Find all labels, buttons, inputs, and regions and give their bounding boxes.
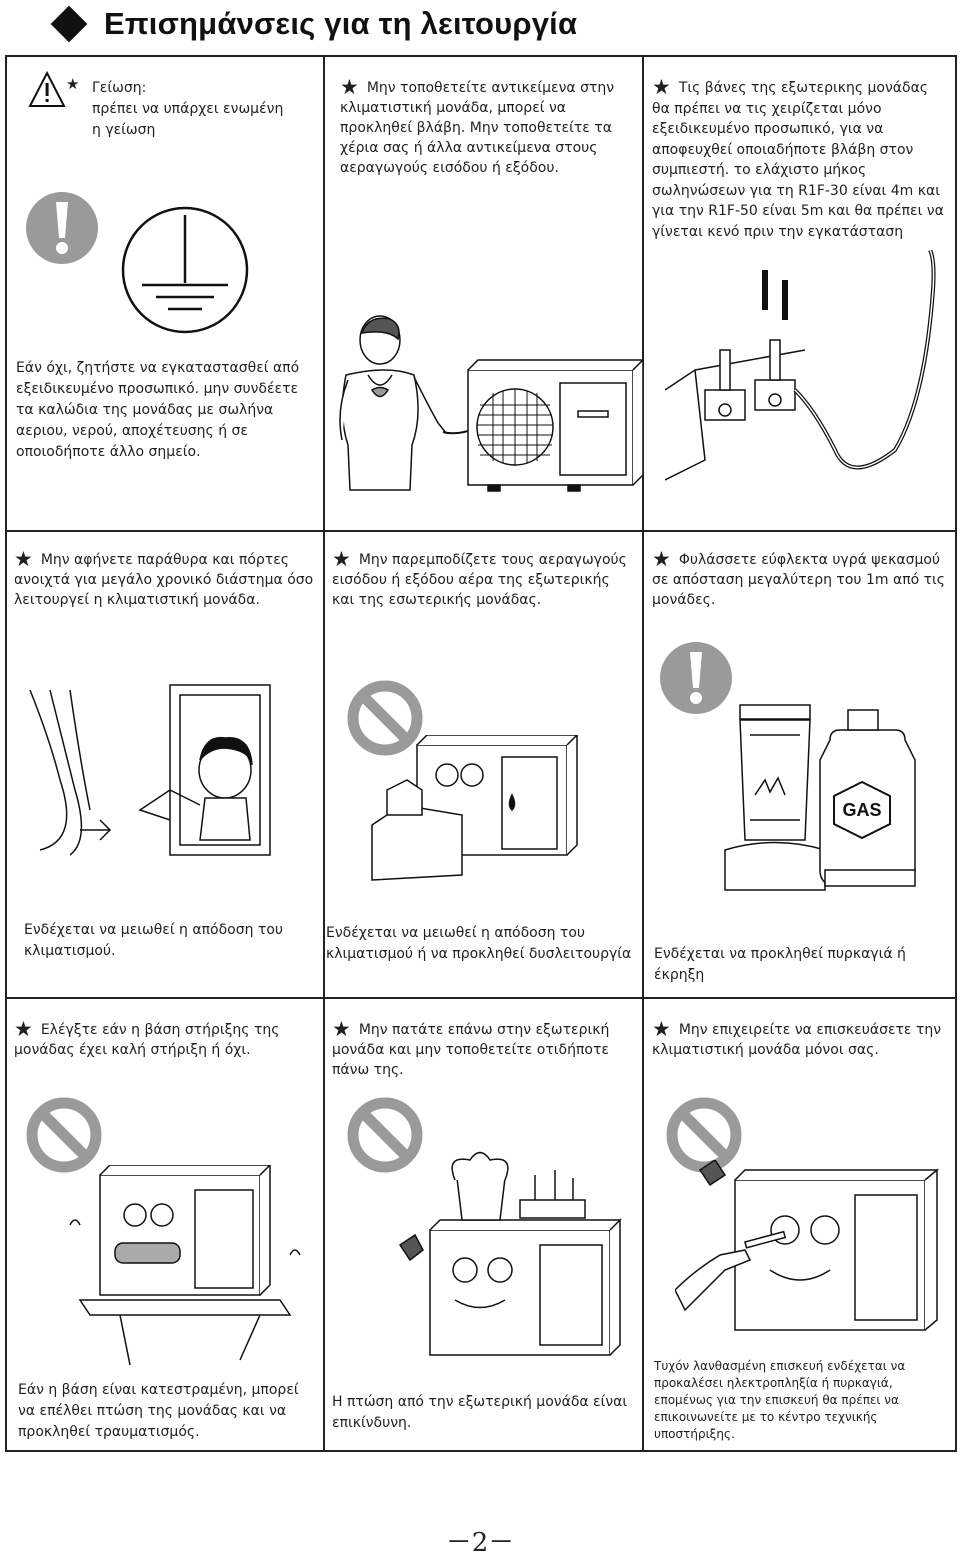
windows-caption: Ενδέχεται να μειωθεί η απόδοση του κλιμα… — [24, 922, 284, 959]
grid-frame — [5, 55, 957, 1452]
col-divider-r1 — [323, 55, 325, 530]
col-divider-r2b — [642, 530, 644, 997]
col-divider-r2 — [323, 530, 325, 997]
star-icon: ★ — [340, 75, 359, 99]
page-header: Επισημάνσεις για τη λειτουργία — [50, 4, 578, 44]
repair-caption: Τυχόν λανθασμένη επισκευή ενδέχεται να π… — [654, 1359, 906, 1441]
windows-warning: ★Μην αφήνετε παράθυρα και πόρτες ανοιχτά… — [14, 547, 314, 610]
gas-label: GAS — [842, 800, 881, 820]
star-icon: ★ — [332, 1017, 351, 1041]
repair-text: Μην επιχειρείτε να επισκευάσετε την κλιμ… — [652, 1022, 942, 1058]
flammables-text: Φυλάσσετε εύφλεκτα υγρά ψεκασμού σε απόσ… — [652, 552, 946, 608]
page-title: Επισημάνσεις για τη λειτουργία — [104, 6, 578, 41]
stepping-warning: ★Μην πατάτε επάνω στην εξωτερική μονάδα … — [332, 1017, 632, 1080]
col-divider-r3b — [642, 997, 644, 1452]
blocked-unit-illustration — [371, 735, 579, 881]
star-icon: ★ — [652, 75, 671, 99]
exclamation-circle-icon — [26, 192, 98, 264]
diamond-bullet-icon — [50, 5, 88, 43]
objects-text: Μην τοποθετείτε αντικείμενα στην κλιματι… — [340, 80, 615, 176]
warning-triangle-icon — [28, 70, 66, 107]
repair-warning: ★Μην επιχειρείτε να επισκευάσετε την κλι… — [652, 1017, 952, 1060]
unit-on-broken-base-illustration — [69, 1165, 301, 1366]
windows-text: Μην αφήνετε παράθυρα και πόρτες ανοιχτά … — [14, 552, 314, 608]
exclamation-circle-icon — [660, 642, 732, 714]
star-icon: ★ — [652, 547, 671, 571]
heater-gas-cylinder-illustration: GAS — [724, 704, 916, 891]
flammables-warning: ★Φυλάσσετε εύφλεκτα υγρά ψεκασμού σε από… — [652, 547, 952, 610]
row-divider-1 — [5, 530, 957, 532]
airflow-warning: ★Μην παρεμποδίζετε τους αεραγωγούς εισόδ… — [332, 547, 632, 610]
base-caption: Εάν η βάση είναι κατεστραμένη, μπορεί να… — [18, 1382, 299, 1440]
airflow-text: Μην παρεμποδίζετε τους αεραγωγούς εισόδο… — [332, 552, 627, 608]
page-number: －2－ — [445, 1528, 515, 1558]
airflow-caption: Ενδέχεται να μειωθεί η απόδοση του κλιμα… — [326, 925, 632, 962]
col-divider-r3 — [323, 997, 325, 1452]
star-icon: ★ — [332, 547, 351, 571]
prohibited-icon — [26, 1097, 102, 1173]
valve-pipe-illustration — [665, 250, 936, 481]
valves-text: Τις βάνες της εξωτερικης μονάδας θα πρέπ… — [652, 80, 944, 240]
ground-symbol-icon — [121, 206, 249, 334]
grounding-heading-line2: πρέπει να υπάρχει ενωμένη — [92, 101, 284, 117]
star-icon: ★ — [14, 1017, 33, 1041]
flammables-caption: Ενδέχεται να προκληθεί πυρκαγιά ή έκρηξη — [654, 946, 906, 983]
grounding-text: Εάν όχι, ζητήστε να εγκαταστασθεί από εξ… — [16, 360, 300, 460]
objects-warning: ★Μην τοποθετείτε αντικείμενα στην κλιματ… — [340, 75, 630, 178]
grounding-heading: Γείωση: πρέπει να υπάρχει ενωμένη η γείω… — [92, 78, 283, 141]
open-window-illustration — [29, 684, 271, 856]
star-icon: ★ — [14, 547, 33, 571]
grounding-star-icon: ★ — [66, 75, 80, 93]
stepping-text: Μην πατάτε επάνω στην εξωτερική μονάδα κ… — [332, 1022, 610, 1078]
valves-warning: ★Τις βάνες της εξωτερικης μονάδας θα πρέ… — [652, 75, 950, 242]
prohibited-icon — [347, 680, 423, 756]
plants-on-unit-illustration — [398, 1151, 622, 1356]
prohibited-icon — [347, 1097, 423, 1173]
grounding-heading-line1: Γείωση: — [92, 80, 147, 96]
col-divider-r1b — [642, 55, 644, 530]
person-outdoor-unit-illustration — [339, 315, 643, 492]
grounding-heading-line3: η γείωση — [92, 122, 156, 138]
repair-unit-illustration — [675, 1160, 940, 1331]
base-text: Ελέγξτε εάν η βάση στήριξης της μονάδας … — [14, 1022, 280, 1058]
stepping-caption: Η πτώση από την εξωτερική μονάδα είναι ε… — [332, 1394, 628, 1431]
row-divider-2 — [5, 997, 957, 999]
star-icon: ★ — [652, 1017, 671, 1041]
base-warning: ★Ελέγξτε εάν η βάση στήριξης της μονάδας… — [14, 1017, 314, 1060]
